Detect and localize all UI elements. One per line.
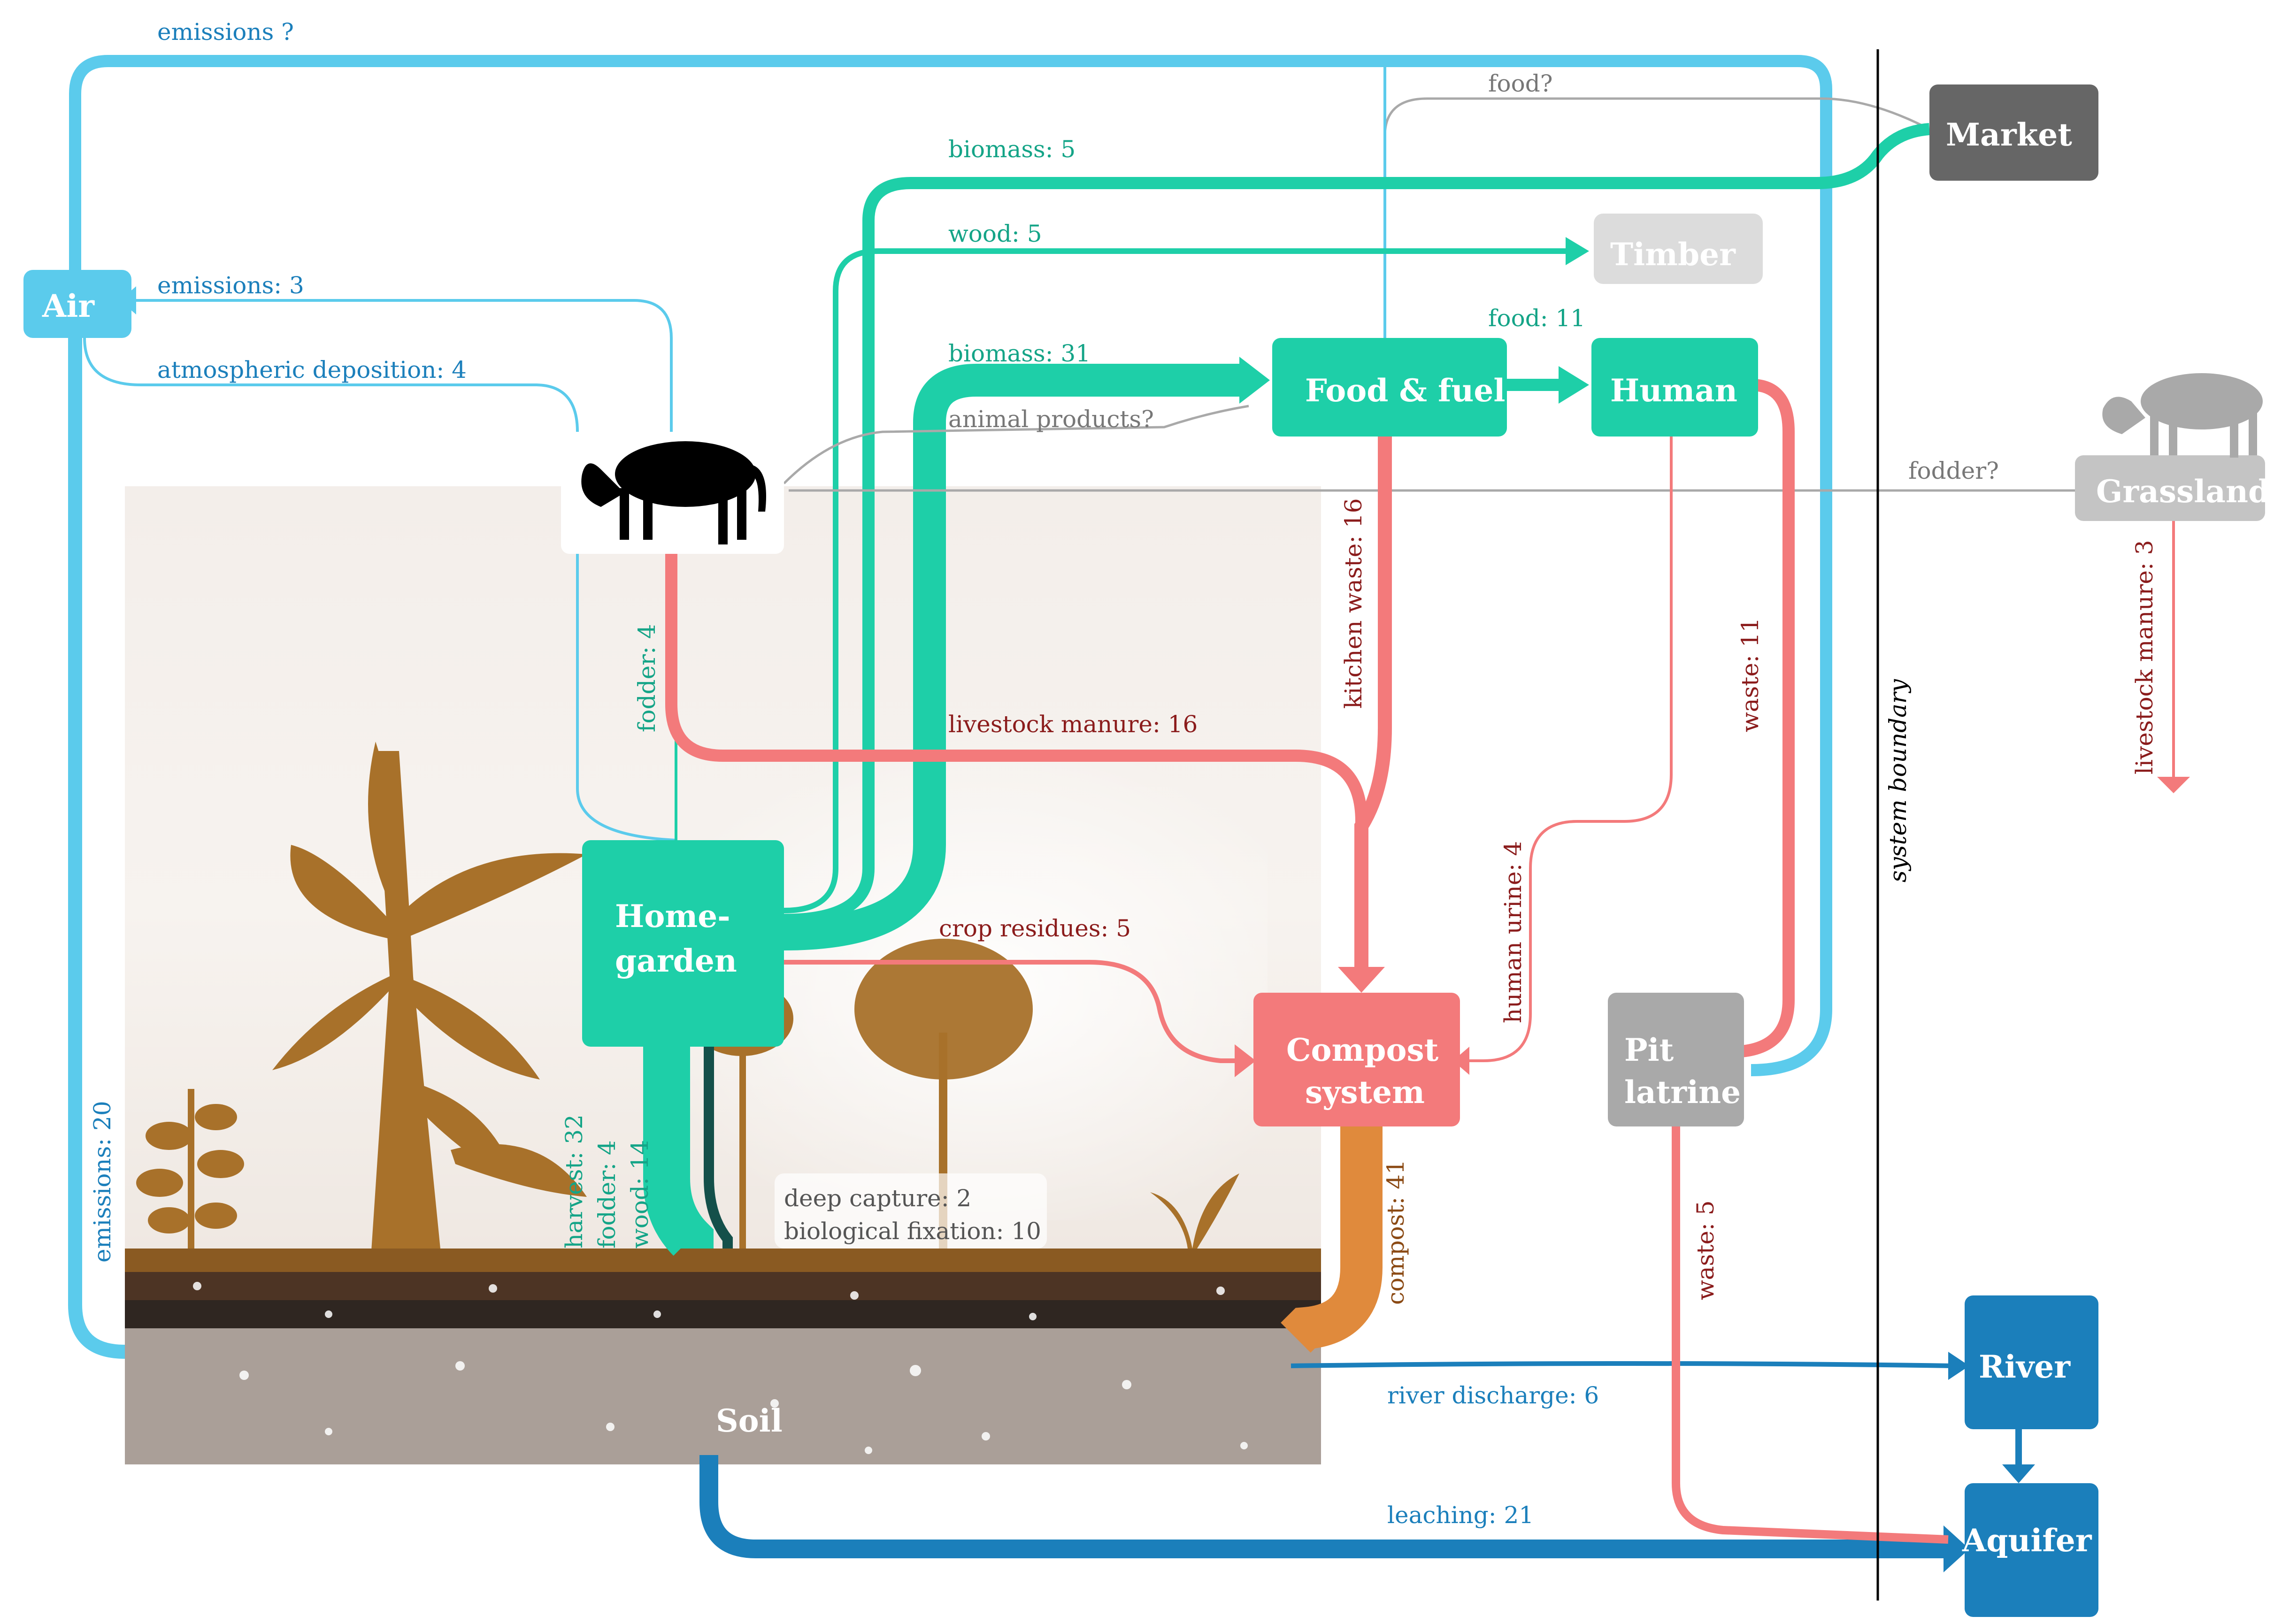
crop-residues-arrowhead xyxy=(1235,1044,1256,1077)
compost-41-label: compost: 41 xyxy=(1382,1159,1409,1305)
soil-layer-dark xyxy=(125,1300,1321,1328)
cow-icon xyxy=(581,441,766,544)
waste-5-label: waste: 5 xyxy=(1692,1201,1719,1301)
deep-capture-flow xyxy=(704,1047,733,1249)
compost-arrowhead xyxy=(1338,967,1385,993)
soil-layer-subsoil xyxy=(125,1328,1321,1464)
biomass-31-flow xyxy=(784,364,1249,950)
deep-capture-label-box xyxy=(775,1173,1047,1249)
grey-cow-icon xyxy=(2102,373,2263,458)
river-discharge-flow xyxy=(1291,1361,1953,1368)
homegarden-label-line1: Home- xyxy=(615,898,730,935)
air-node[interactable] xyxy=(23,270,131,338)
system-boundary-label: system boundary xyxy=(1884,679,1912,882)
kitchen-waste-16-flow xyxy=(1354,437,1392,967)
food-unknown-label: food? xyxy=(1488,70,1553,97)
bean-plant-illustration xyxy=(136,1089,244,1249)
biomass-5-flow xyxy=(784,123,1930,926)
biological-fixation-label: biological fixation: 10 xyxy=(784,1218,1041,1245)
river-node[interactable] xyxy=(1965,1295,2098,1429)
food-fuel-label: Food & fuel xyxy=(1305,372,1505,409)
emissions-unknown-flow xyxy=(69,55,1832,1076)
livestock-manure-3-arrowhead xyxy=(2157,777,2190,793)
wood-5-arrowhead xyxy=(1566,237,1589,265)
human-label: Human xyxy=(1610,372,1737,409)
atmospheric-deposition-flow xyxy=(83,337,676,842)
banana-tree-illustration xyxy=(272,742,587,1258)
emissions-3-flow xyxy=(131,299,673,498)
grassland-label: Grassland xyxy=(2096,473,2270,510)
river-label: River xyxy=(1979,1348,2071,1385)
soil-layer-mid xyxy=(125,1272,1321,1300)
wood-5-flow xyxy=(784,248,1568,913)
livestock-manure-16-flow xyxy=(665,544,1367,967)
soil-particles xyxy=(193,1282,1248,1454)
soil-layer-topsoil xyxy=(125,1249,1321,1272)
fodder-4-bottom-label: fodder: 4 xyxy=(593,1140,621,1249)
compost-node[interactable] xyxy=(1253,993,1460,1126)
compost-label-line2: system xyxy=(1305,1074,1425,1111)
fodder-4-top-label: fodder: 4 xyxy=(633,624,661,732)
emissions-20-label: emissions: 20 xyxy=(89,1101,116,1263)
biomass-31-label: biomass: 31 xyxy=(948,340,1091,367)
river-discharge-arrowhead xyxy=(1948,1352,1969,1380)
waste-5-flow xyxy=(1672,1122,1949,1544)
animal-products-label: animal products? xyxy=(948,406,1154,433)
homegarden-label-line2: garden xyxy=(615,942,737,979)
biomass-5-label: biomass: 5 xyxy=(948,136,1076,163)
air-label: Air xyxy=(42,288,95,324)
emissions-3-label: emissions: 3 xyxy=(157,272,304,299)
homegarden-node[interactable] xyxy=(582,840,784,1047)
soil-label: Soil xyxy=(716,1402,783,1439)
emissions-20-flow xyxy=(68,338,125,1359)
leaching-label: leaching: 21 xyxy=(1387,1501,1534,1529)
food-11-arrowhead xyxy=(1559,366,1589,404)
compost-label-line1: Compost xyxy=(1286,1032,1439,1068)
river-discharge-label: river discharge: 6 xyxy=(1387,1382,1599,1409)
biomass-31-arrowhead xyxy=(1239,357,1270,404)
river-to-aquifer-arrowhead xyxy=(2002,1464,2035,1483)
timber-label: Timber xyxy=(1610,236,1736,273)
crop-residues-5-flow xyxy=(784,960,1239,1063)
kitchen-waste-label: kitchen waste: 16 xyxy=(1340,498,1367,709)
food-unknown-flow xyxy=(1383,97,1926,338)
pit-label-line1: Pit xyxy=(1624,1032,1674,1068)
leaching-arrowhead xyxy=(1944,1525,1969,1572)
human-urine-arrowhead xyxy=(1453,1047,1469,1075)
wood-14-label: wood: 14 xyxy=(626,1140,653,1249)
atmospheric-deposition-label: atmospheric deposition: 4 xyxy=(157,356,467,383)
harvest-label: harvest: 32 xyxy=(561,1114,588,1249)
pit-label-line2: latrine xyxy=(1624,1074,1741,1111)
human-urine-label: human urine: 4 xyxy=(1499,841,1527,1023)
pit-latrine-node[interactable] xyxy=(1608,993,1744,1126)
leaching-flow xyxy=(699,1455,1948,1558)
deep-capture-label: deep capture: 2 xyxy=(784,1185,971,1212)
market-node[interactable] xyxy=(1929,84,2098,181)
fodder-unknown-label: fodder? xyxy=(1908,457,1999,484)
waste-11-label: waste: 11 xyxy=(1736,618,1764,732)
livestock-manure-16-label: livestock manure: 16 xyxy=(948,711,1198,738)
compost-41-flow xyxy=(1281,1126,1383,1353)
harvest-flow xyxy=(643,1047,714,1256)
emissions-unknown-label: emissions ? xyxy=(157,18,294,46)
waste-11-flow xyxy=(1741,379,1795,1057)
timber-node[interactable] xyxy=(1594,214,1763,284)
livestock-manure-3-label: livestock manure: 3 xyxy=(2131,540,2158,774)
grassland-node[interactable] xyxy=(2075,455,2265,521)
food-11-label: food: 11 xyxy=(1488,305,1585,332)
food-fuel-node[interactable] xyxy=(1272,338,1507,437)
crop-residues-label: crop residues: 5 xyxy=(939,915,1131,942)
animal-products-flow xyxy=(783,405,1249,484)
human-urine-4-flow xyxy=(1465,437,1673,1062)
aquifer-label: Aquifer xyxy=(1962,1522,2092,1559)
market-label: Market xyxy=(1946,116,2072,153)
aquifer-node[interactable] xyxy=(1965,1483,2098,1617)
sprout-illustration xyxy=(1150,1173,1239,1249)
wood-5-label: wood: 5 xyxy=(948,220,1042,247)
human-node[interactable] xyxy=(1591,338,1758,437)
